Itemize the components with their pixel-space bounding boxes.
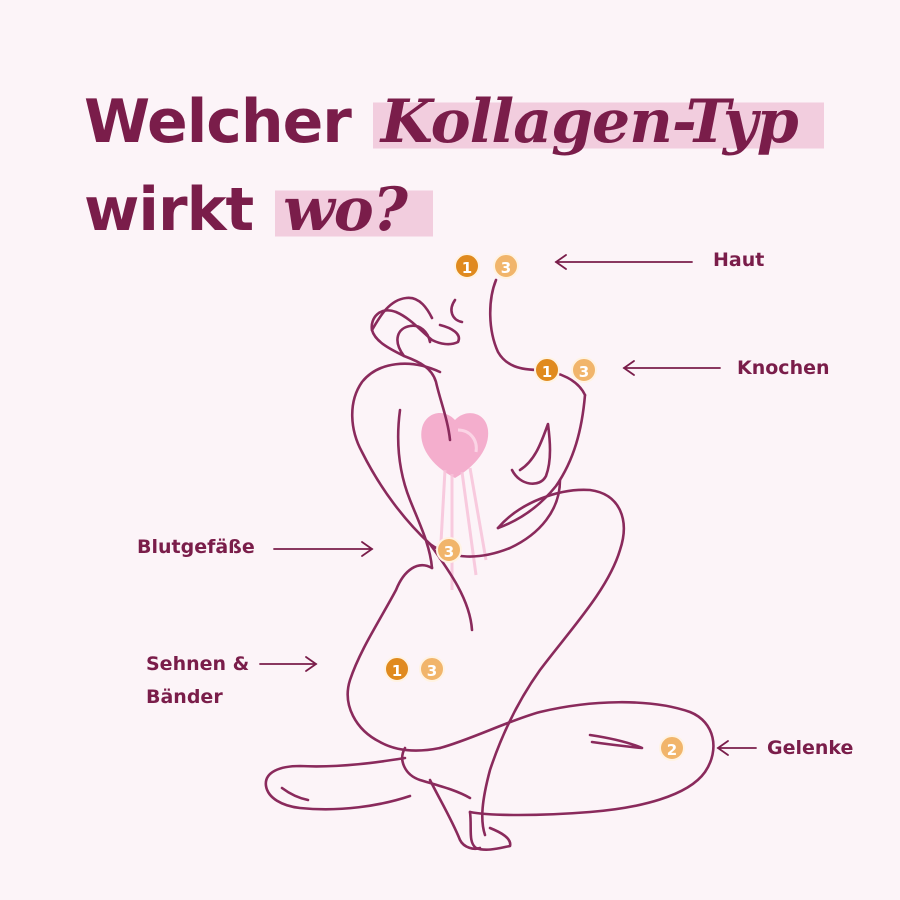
- arrow-sehnen: [259, 656, 318, 672]
- badge-haut-type-1: 1: [454, 253, 480, 279]
- headline-line-2: wirkt wo?: [84, 166, 824, 254]
- badge-knochen-type-3: 3: [571, 357, 597, 383]
- arrow-knochen: [622, 360, 721, 376]
- badge-knochen-type-1: 1: [534, 357, 560, 383]
- arrow-haut: [554, 254, 693, 270]
- label-sehnen-line-1: Sehnen &: [146, 653, 250, 675]
- arrows: [259, 254, 757, 756]
- label-blutgefaesse: Blutgefäße: [137, 536, 255, 558]
- label-sehnen-line-2: Bänder: [146, 686, 223, 708]
- headline-line-1-plain: Welcher: [84, 87, 371, 157]
- label-haut: Haut: [713, 249, 765, 271]
- badge-sehnen-type-3: 3: [419, 656, 445, 682]
- headline-highlight-wo: wo?: [275, 175, 433, 245]
- arrow-blutgefaesse: [273, 541, 374, 557]
- badge-sehnen-type-1: 1: [384, 656, 410, 682]
- badge-haut-type-3: 3: [493, 253, 519, 279]
- badge-blutgefaesse-type-3: 3: [436, 537, 462, 563]
- badge-gelenke-type-2: 2: [659, 735, 685, 761]
- arrow-gelenke: [716, 740, 757, 756]
- headline-highlight-kollagen-typ: Kollagen-Typ: [372, 87, 824, 157]
- headline: Welcher Kollagen-Typ wirkt wo?: [84, 78, 824, 254]
- headline-line-2-plain: wirkt: [84, 175, 274, 245]
- figure-outline: [264, 278, 715, 851]
- heart-icon: [421, 413, 489, 590]
- label-gelenke: Gelenke: [767, 737, 854, 759]
- label-knochen: Knochen: [737, 357, 830, 379]
- headline-line-1: Welcher Kollagen-Typ: [84, 78, 824, 166]
